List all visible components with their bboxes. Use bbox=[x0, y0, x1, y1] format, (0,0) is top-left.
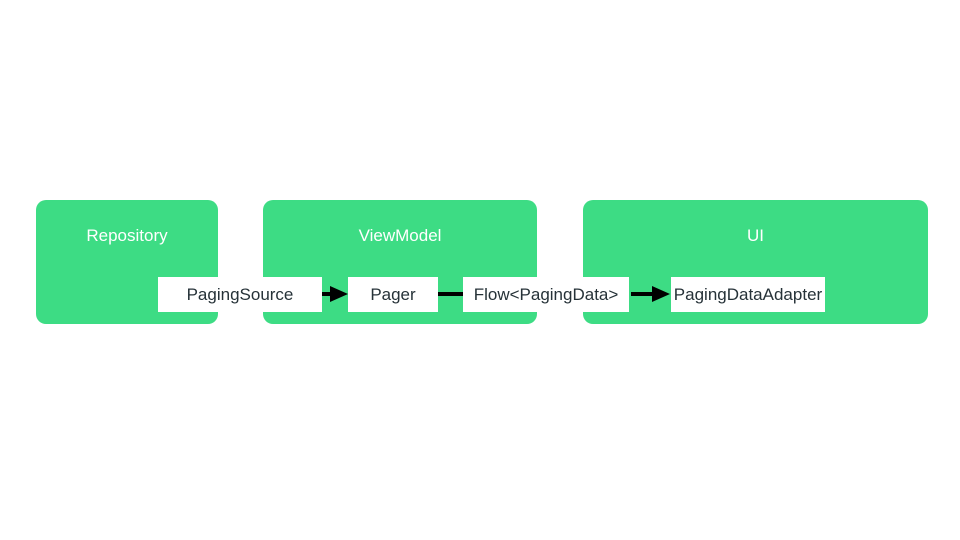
line-pager-to-flow bbox=[437, 292, 464, 296]
arrow-head-icon-pagingsource-to-pager bbox=[330, 286, 348, 302]
node-flow-pagingdata: Flow<PagingData> bbox=[463, 277, 629, 312]
viewmodel-title: ViewModel bbox=[358, 226, 442, 245]
ui-title: UI bbox=[747, 226, 764, 245]
repository-container: Repository bbox=[36, 200, 218, 324]
repository-title: Repository bbox=[86, 226, 168, 245]
node-pagingsource: PagingSource bbox=[158, 277, 322, 312]
arrow-line-flow-to-adapter bbox=[631, 292, 657, 296]
arrow-line-pagingsource-to-pager bbox=[318, 292, 332, 296]
node-pagingdataadapter: PagingDataAdapter bbox=[671, 277, 825, 312]
arrow-head-icon-flow-to-adapter bbox=[652, 286, 670, 302]
node-pager: Pager bbox=[348, 277, 438, 312]
